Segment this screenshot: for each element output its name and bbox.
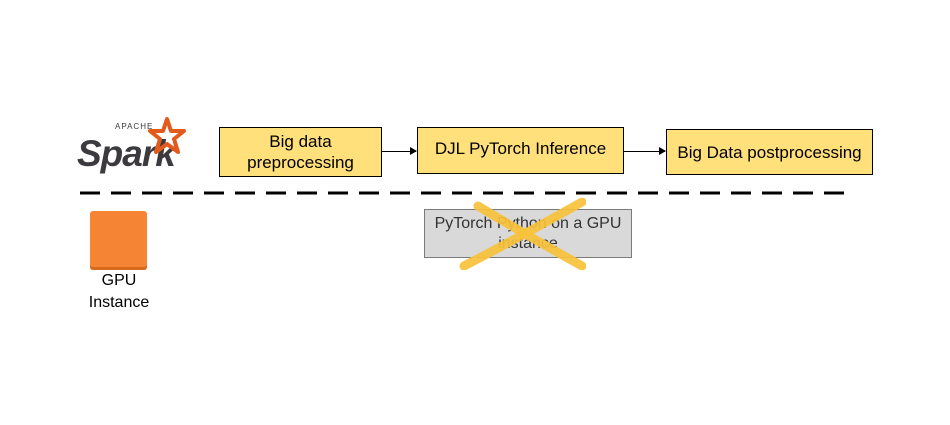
arrow-preprocessing-to-inference	[382, 147, 417, 155]
djl-pytorch-inference-box: DJL PyTorch Inference	[417, 127, 624, 174]
gpu-label-line2: Instance	[88, 294, 150, 311]
big-data-preprocessing-label: Big data preprocessing	[247, 132, 354, 172]
pytorch-python-gpu-line1: PyTorch Python on a GPU	[434, 215, 622, 232]
cross-out-icon	[459, 198, 586, 270]
spark-logo-apache-text: APACHE	[115, 122, 154, 131]
dashed-separator	[80, 191, 852, 195]
big-data-postprocessing-box: Big Data postprocessing	[666, 129, 873, 175]
spark-star-icon	[148, 117, 186, 154]
gpu-instance-icon	[90, 211, 147, 270]
big-data-preprocessing-box: Big data preprocessing	[219, 127, 382, 177]
arrow-inference-to-postprocessing	[624, 147, 666, 155]
gpu-label-line1: GPU	[101, 272, 137, 289]
djl-pytorch-inference-label: DJL PyTorch Inference	[434, 139, 607, 158]
big-data-postprocessing-label: Big Data postprocessing	[677, 142, 862, 162]
gpu-instance-label: GPU Instance	[70, 270, 168, 314]
